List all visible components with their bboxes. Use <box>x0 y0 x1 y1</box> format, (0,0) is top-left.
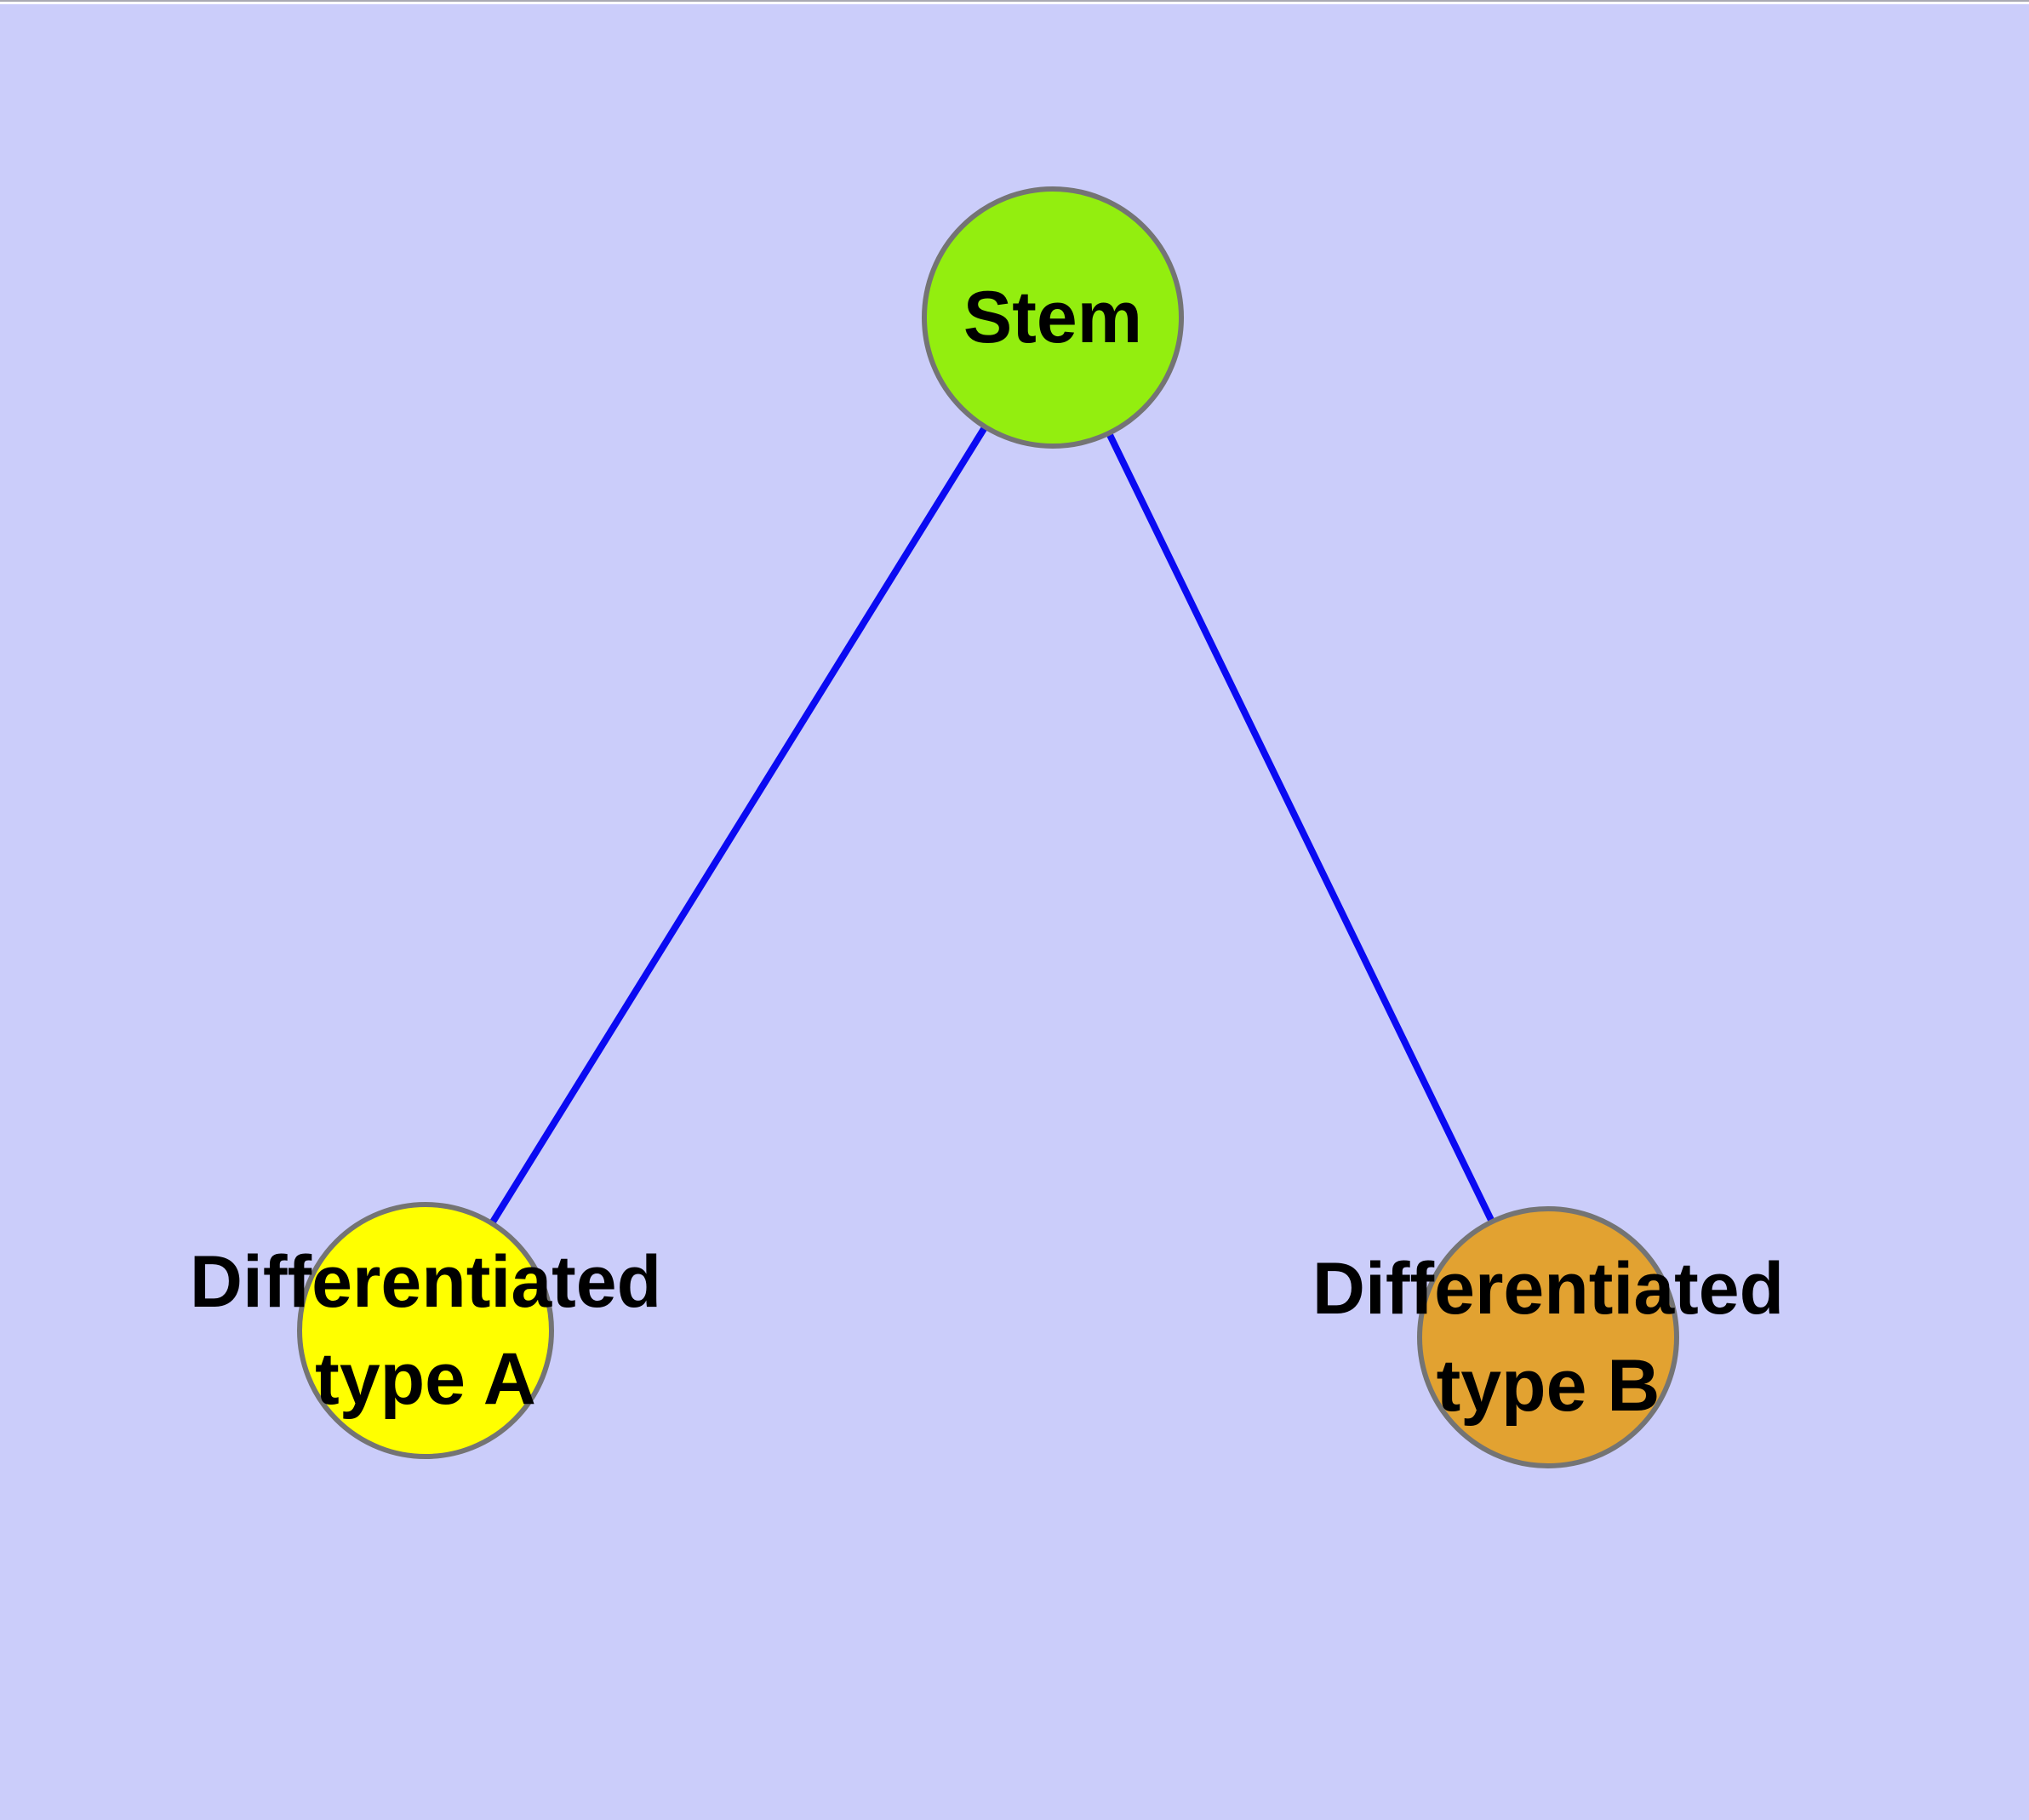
window-top-strip-edge <box>0 0 2029 2</box>
node-differentiated-type-b-circle <box>1417 1206 1679 1468</box>
window-top-strip <box>0 0 2029 4</box>
node-differentiated-type-a-circle <box>297 1202 554 1459</box>
edge-stem-to-type-b <box>1049 316 1552 1339</box>
node-stem-circle <box>922 186 1184 449</box>
edge-stem-to-type-a <box>422 315 1056 1333</box>
